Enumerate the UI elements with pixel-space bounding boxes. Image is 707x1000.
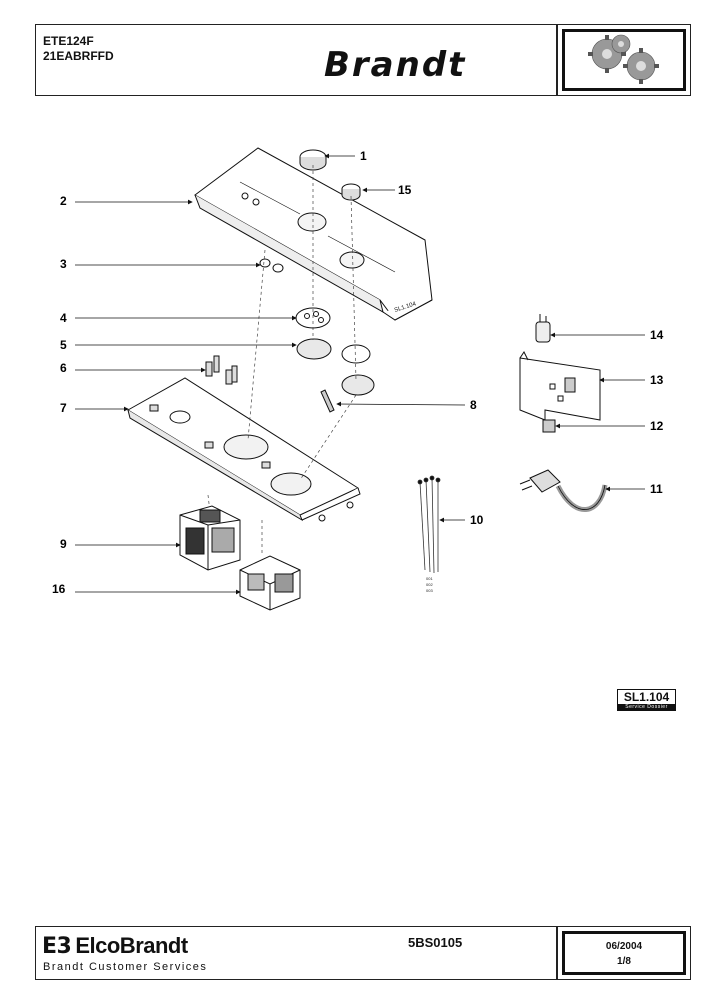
thermostat xyxy=(239,555,301,611)
date-page-box: 06/2004 1/8 xyxy=(562,931,686,975)
page-indicator: 1/8 xyxy=(617,956,631,967)
footer-divider xyxy=(556,927,558,979)
model-code: ETE124F xyxy=(43,34,94,48)
wiring-harness xyxy=(417,475,441,574)
header-divider xyxy=(556,25,558,95)
callout-15: 15 xyxy=(398,183,412,197)
callout-11: 11 xyxy=(650,482,663,496)
callout-14: 14 xyxy=(650,328,664,342)
switches xyxy=(205,355,238,385)
brand-logo: Brandt xyxy=(324,45,467,85)
support-rail xyxy=(127,377,361,522)
wire-tag: 003 xyxy=(426,588,433,593)
wire-tag: 001 xyxy=(426,576,433,581)
callout-16: 16 xyxy=(52,582,66,596)
gears-logo xyxy=(562,29,686,91)
document-date: 06/2004 xyxy=(605,941,643,952)
callout-12: 12 xyxy=(650,419,664,433)
callout-3: 3 xyxy=(60,257,67,271)
callout-1: 1 xyxy=(360,149,367,163)
callout-10: 10 xyxy=(470,513,484,527)
customer-services-label: Brandt Customer Services xyxy=(43,961,208,973)
small-knob xyxy=(341,183,361,201)
model-reference: 21EABRFFD xyxy=(43,49,114,63)
control-panel-fascia: SL1.104 xyxy=(194,147,433,321)
callout-7: 7 xyxy=(60,401,67,415)
callout-5: 5 xyxy=(60,338,67,352)
power-cord xyxy=(519,469,608,512)
callout-numbers: 1 2 3 4 5 6 7 8 9 10 11 12 13 14 15 16 xyxy=(52,149,664,596)
wire-tags: 001 002 003 xyxy=(426,576,433,593)
callout-2: 2 xyxy=(60,194,67,208)
badge-code: SL1.104 xyxy=(623,690,670,704)
document-number: 5BS0105 xyxy=(408,935,463,950)
eb-mark-icon: E3 xyxy=(42,934,72,959)
service-dossier-badge: SL1.104 Service Dossier xyxy=(617,689,676,711)
badge-caption: Service Dossier xyxy=(618,704,675,710)
callout-6: 6 xyxy=(60,361,67,375)
company-name: ElcoBrandt xyxy=(75,933,188,958)
wire-tag: 002 xyxy=(426,582,433,587)
header-frame: ETE124F 21EABRFFD Brandt xyxy=(35,24,691,96)
callout-13: 13 xyxy=(650,373,664,387)
callout-8: 8 xyxy=(470,398,477,412)
leader-lines xyxy=(75,153,645,595)
mounting-bracket xyxy=(519,351,601,421)
callout-9: 9 xyxy=(60,537,67,551)
callout-4: 4 xyxy=(60,311,67,325)
gears-icon xyxy=(588,34,659,84)
large-knob xyxy=(299,149,327,171)
programmer-timer xyxy=(179,505,241,571)
terminal-block xyxy=(542,419,556,433)
capacitor xyxy=(535,314,551,343)
neon-lamp xyxy=(320,389,335,413)
knob-support xyxy=(296,338,375,396)
